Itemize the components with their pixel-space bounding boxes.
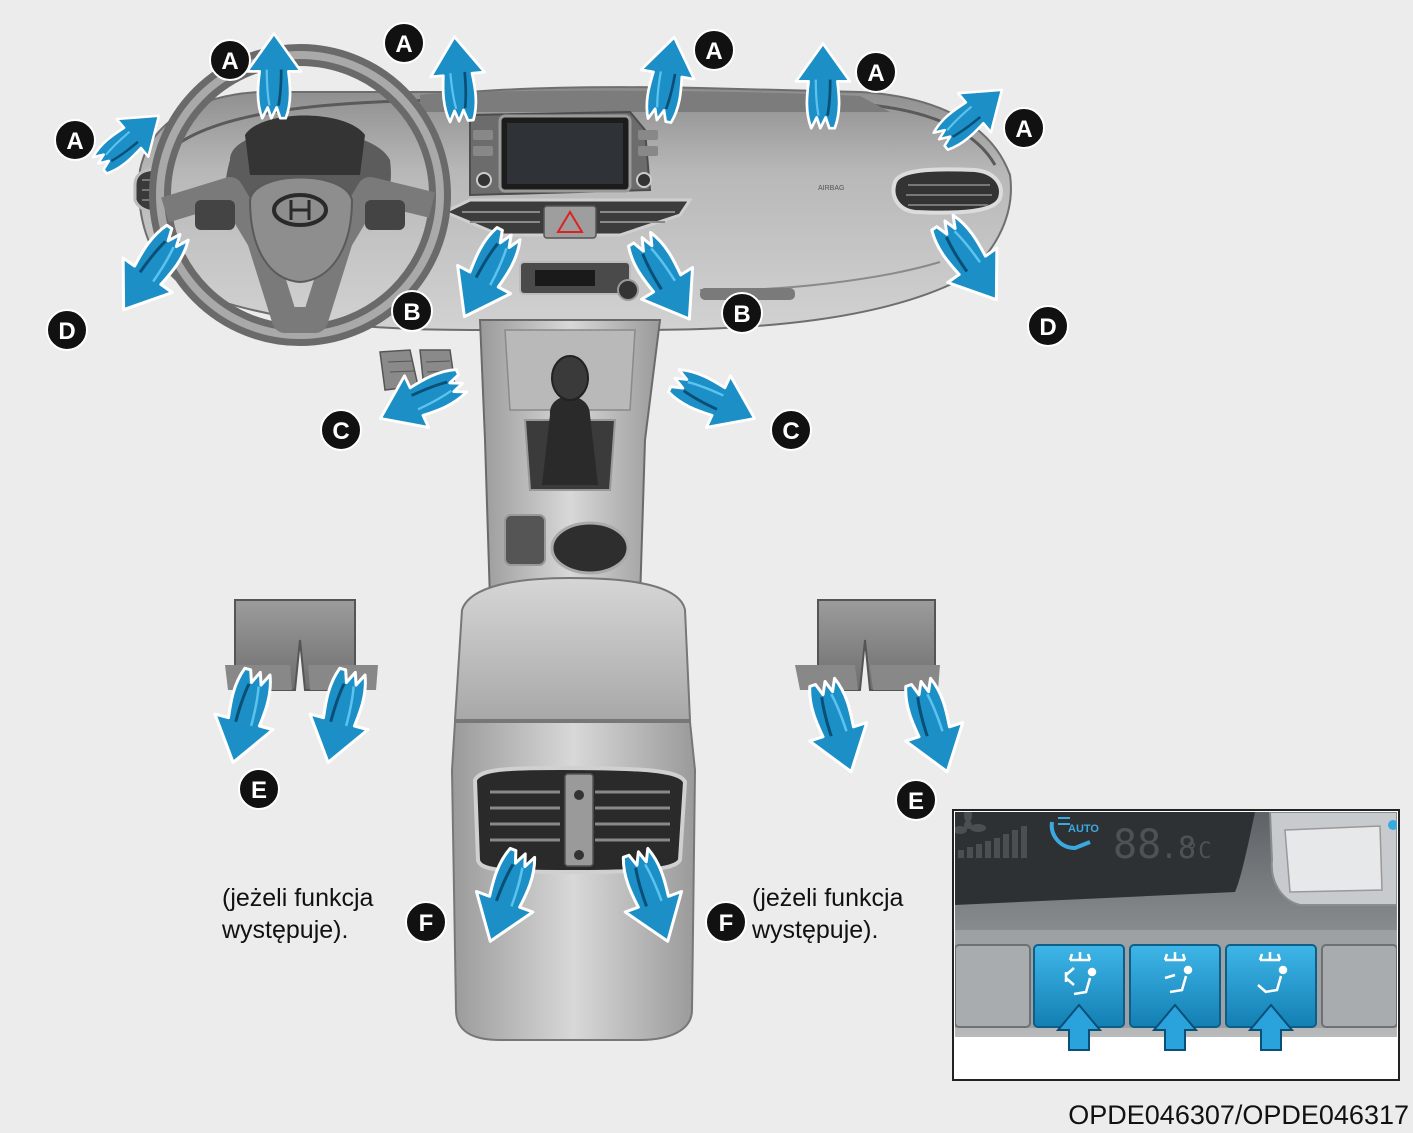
svg-text:A: A [705,38,722,65]
label-e: E [238,768,280,810]
label-b: B [391,290,433,332]
optional-note-left: (jeżeli funkcja występuje). [222,882,373,946]
mode-face-icon [1064,952,1097,996]
vent-labels: A A A A A A B B C C D D E E F F [46,22,1069,943]
storage-tray [504,514,546,566]
svg-text:F: F [419,910,434,937]
mode-floor-icon [1163,952,1193,994]
label-e: E [895,779,937,821]
right-side-vent [891,167,1003,215]
note-line: (jeżeli funkcja [222,884,374,912]
svg-text:AUTO: AUTO [1068,823,1099,835]
temperature-display: 88 .8 °C [1113,822,1212,868]
rear-console [450,576,697,1041]
label-a: A [54,119,96,161]
svg-text:F: F [719,910,734,937]
mode-button-face[interactable] [1033,944,1125,1028]
svg-text:B: B [403,299,420,326]
label-a: A [693,29,735,71]
label-a: A [383,22,425,64]
fan-level-bars [958,826,1027,858]
steering-wheel [149,44,451,346]
gear-knob [551,355,589,401]
floor-duct-right [795,599,940,691]
svg-text:A: A [395,31,412,58]
svg-text:B: B [733,301,750,328]
note-line: występuje). [222,916,349,944]
push-arrow-icon [1055,1003,1295,1051]
svg-text:D: D [1039,314,1056,341]
label-a: A [1003,107,1045,149]
label-d: D [46,309,88,351]
label-f: F [705,901,747,943]
label-c: C [770,409,812,451]
label-a: A [209,39,251,81]
hazard-button [543,205,597,239]
label-a: A [855,51,897,93]
svg-text:.8: .8 [1160,831,1196,866]
svg-text:A: A [66,128,83,155]
fan-icon [955,812,986,834]
mode-defrost-icon [1257,952,1288,994]
svg-text:C: C [782,418,799,445]
brand-logo [272,193,328,227]
svg-text:D: D [58,318,75,345]
optional-note-right: (jeżeli funkcja występuje). [752,882,903,946]
svg-text:C: C [332,418,349,445]
label-c: C [320,409,362,451]
airflow-arrow [660,353,769,446]
label-b: B [721,292,763,334]
svg-text:88: 88 [1113,822,1161,868]
svg-text:E: E [251,777,267,804]
svg-text:A: A [1015,116,1032,143]
mode-button-defrost[interactable] [1225,944,1317,1028]
airbag-badge: AIRBAG [818,185,844,192]
cupholder [550,521,630,575]
label-d: D [1027,305,1069,347]
svg-text:E: E [908,788,924,815]
label-f: F [405,901,447,943]
climate-panel-inset: AUTO 88 .8 °C [952,809,1400,1081]
svg-text:°C: °C [1185,839,1212,864]
note-line: występuje). [752,916,879,944]
svg-text:A: A [221,48,238,75]
figure-code: OPDE046307/OPDE046317 [1068,1100,1409,1130]
note-line: (jeżeli funkcja [752,884,904,912]
svg-text:A: A [867,60,884,87]
center-console [478,319,662,601]
armrest [453,576,692,721]
auto-mode-icon: AUTO [1049,817,1099,851]
